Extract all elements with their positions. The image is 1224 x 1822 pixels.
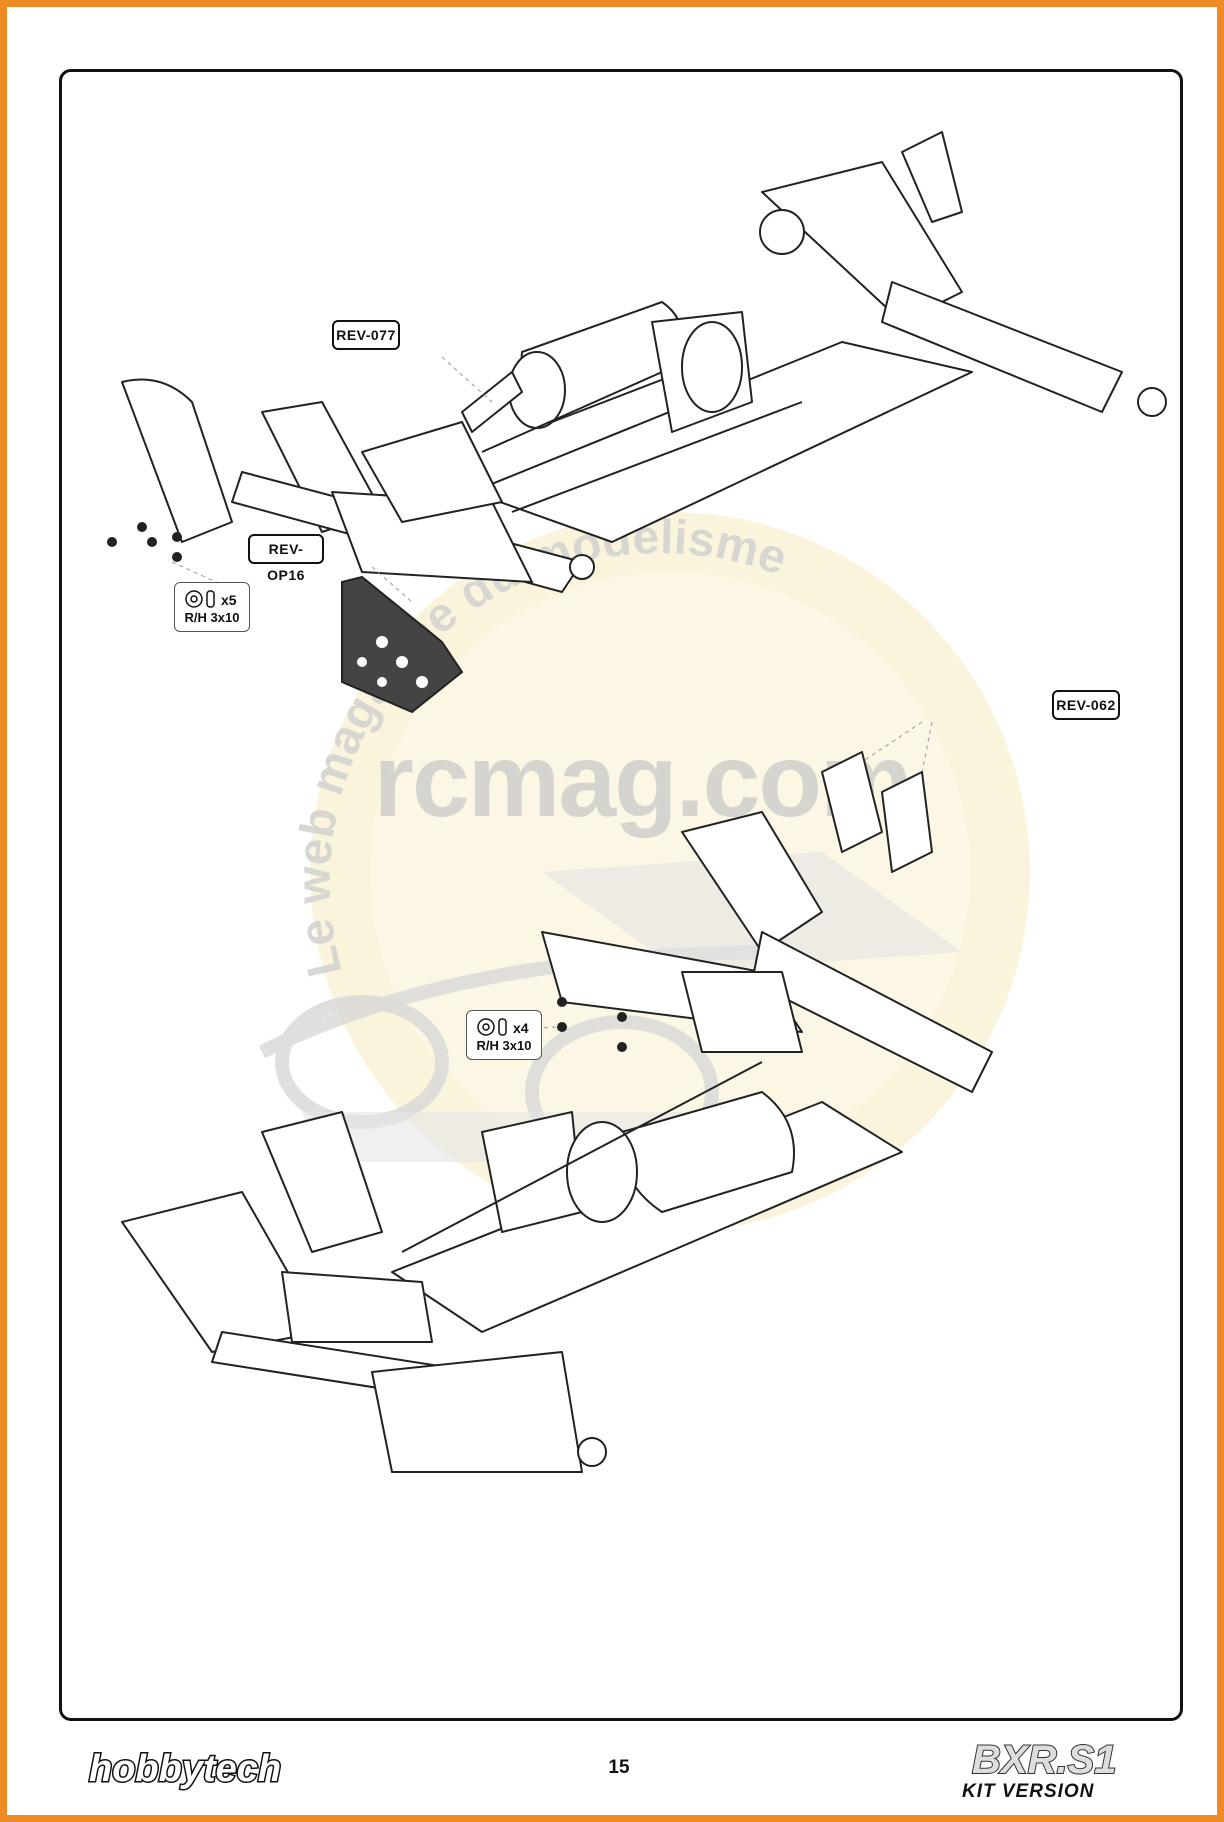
washer-icon: [185, 590, 215, 608]
hardware-callout-upper: x5 R/H 3x10: [174, 582, 250, 632]
brand-name: hobbytech: [89, 1748, 281, 1790]
hardware-callout-lower: x4 R/H 3x10: [466, 1010, 542, 1060]
hardware-qty: x4: [513, 1020, 529, 1036]
hobbytech-logo: hobbytech: [85, 1747, 325, 1798]
washer-icon: [477, 1018, 507, 1036]
lower-chassis-drawing: [121, 751, 993, 1473]
product-name: BXR.S1: [972, 1738, 1117, 1782]
hardware-qty: x5: [221, 592, 237, 608]
product-sub: KIT VERSION: [962, 1781, 1095, 1802]
callout-rev-077: REV-077: [332, 320, 400, 350]
hardware-spec: R/H 3x10: [184, 610, 240, 625]
page-number: 15: [608, 1757, 630, 1778]
watermark-site: rcmag.com: [373, 723, 913, 839]
product-logo: BXR.S1 KIT VERSION: [962, 1737, 1162, 1808]
hardware-spec: R/H 3x10: [476, 1038, 532, 1053]
callout-rev-op16: REV-OP16: [248, 534, 324, 583]
callout-rev-062: REV-062: [1052, 690, 1120, 720]
upper-chassis-drawing: [107, 131, 1167, 773]
assembly-frame: rcmag.com Le web magazine du modelisme: [59, 69, 1183, 1721]
